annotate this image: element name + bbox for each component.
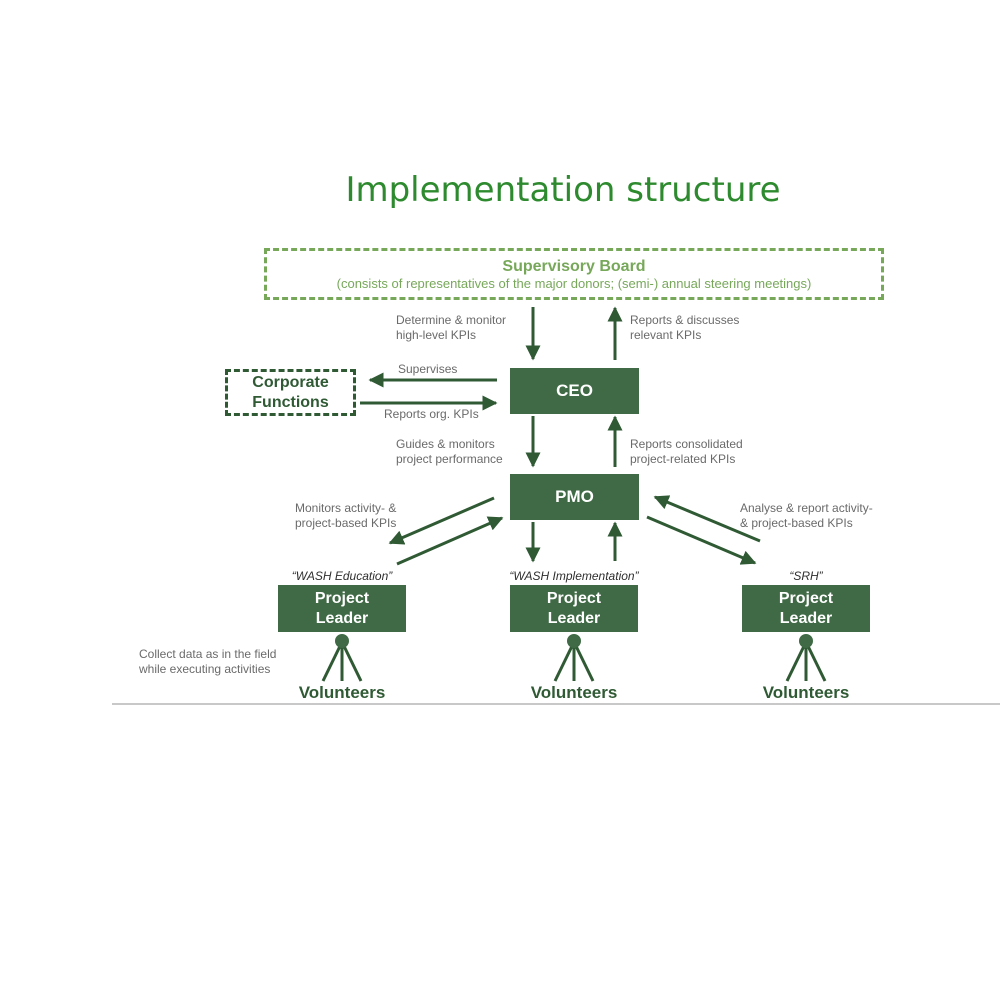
project-leader-box-right: Project Leader: [742, 585, 870, 632]
volunteers-label-mid: Volunteers: [530, 683, 618, 702]
project-leader-line1: Project: [546, 589, 602, 607]
corporate-functions-box: Corporate Functions: [225, 369, 356, 416]
volunteers-connector-right: [785, 641, 827, 682]
corporate-functions-line2: Functions: [252, 393, 329, 411]
project-leader-box-left: Project Leader: [278, 585, 406, 632]
volunteers-connector-mid: [553, 641, 595, 682]
arrow-pmo-to-leader-left: [388, 496, 495, 545]
diagram-title: Implementation structure: [345, 170, 781, 210]
label-pmo-to-leaders: Monitors activity- &project-based KPIs: [295, 501, 397, 530]
project-name-left: “WASH Education”: [291, 569, 393, 583]
project-leader-line2: Leader: [547, 609, 601, 627]
project-leader-line1: Project: [314, 589, 370, 607]
project-leader-line2: Leader: [315, 609, 369, 627]
label-corporate-to-ceo: Reports org. KPIs: [384, 407, 479, 421]
volunteers-node-left: [335, 634, 349, 648]
project-leader-line1: Project: [778, 589, 834, 607]
arrow-leader-left-to-pmo: [396, 516, 504, 566]
ceo-label: CEO: [556, 381, 593, 400]
arrow-pmo-to-leader-right: [646, 515, 757, 565]
volunteers-node-mid: [567, 634, 581, 648]
pmo-box: PMO: [510, 474, 639, 520]
pmo-label: PMO: [555, 487, 594, 506]
arrow-leader-right-to-pmo: [653, 495, 761, 543]
corporate-functions-line1: Corporate: [252, 373, 329, 391]
volunteers-label-left: Volunteers: [298, 683, 386, 702]
project-leader-box-mid: Project Leader: [510, 585, 638, 632]
supervisory-board-box: Supervisory Board (consists of represent…: [264, 248, 884, 300]
volunteers-node-right: [799, 634, 813, 648]
label-ceo-to-corporate: Supervises: [398, 362, 458, 376]
project-name-right: “SRH”: [789, 569, 823, 583]
bottom-divider: [112, 703, 1000, 705]
project-leader-line2: Leader: [779, 609, 833, 627]
supervisory-board-title: Supervisory Board: [502, 257, 646, 275]
volunteers-label-right: Volunteers: [762, 683, 850, 702]
project-name-mid: “WASH Implementation”: [509, 569, 639, 583]
label-leaders-to-pmo: Analyse & report activity-& project-base…: [740, 501, 873, 530]
supervisory-board-description: (consists of representatives of the majo…: [336, 275, 812, 291]
volunteers-connector-left: [321, 641, 363, 682]
ceo-box: CEO: [510, 368, 639, 414]
